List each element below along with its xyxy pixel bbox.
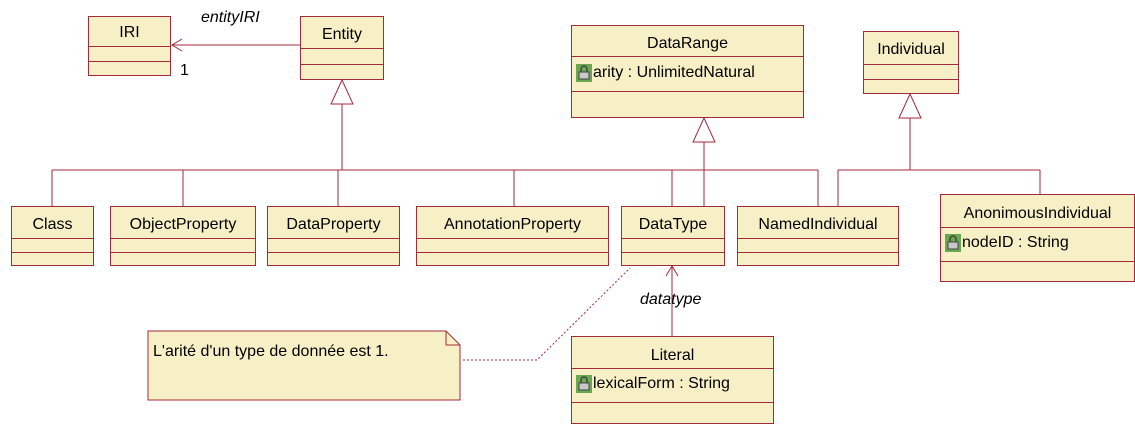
compartment-divider [111, 252, 255, 253]
class-name: AnonimousIndividual [963, 205, 1112, 222]
compartment-divider [572, 56, 803, 57]
class-attribute: arity : UnlimitedNatural [576, 64, 755, 82]
class-name: IRI [119, 24, 140, 41]
lock-icon [945, 234, 961, 252]
compartment-divider [111, 238, 255, 239]
compartment-divider [12, 252, 93, 253]
class-name: NamedIndividual [758, 216, 878, 233]
compartment-divider [572, 402, 773, 403]
class-annotationproperty[interactable]: AnnotationProperty [416, 206, 609, 266]
class-datatype[interactable]: DataType [621, 206, 725, 266]
compartment-divider [738, 238, 898, 239]
compartment-divider [572, 368, 773, 369]
compartment-divider [864, 64, 958, 65]
class-literal[interactable]: Literal lexicalForm : String [571, 336, 774, 424]
compartment-divider [941, 261, 1134, 262]
class-name: Entity [321, 26, 362, 43]
compartment-divider [89, 46, 170, 47]
lock-icon [576, 64, 592, 82]
compartment-divider [417, 252, 608, 253]
compartment-divider [622, 252, 724, 253]
class-name: Individual [877, 41, 945, 58]
generalization-individual [837, 92, 1041, 206]
compartment-divider [864, 79, 958, 80]
attribute-text: arity : UnlimitedNatural [593, 64, 755, 81]
multiplicity-label: 1 [180, 62, 189, 79]
class-attribute: nodeID : String [945, 234, 1069, 252]
role-label-entityiri: entityIRI [201, 9, 260, 26]
compartment-divider [572, 91, 803, 92]
compartment-divider [12, 238, 93, 239]
note-shape [147, 330, 461, 401]
association-literal-datatype [665, 265, 679, 336]
compartment-divider [417, 238, 608, 239]
class-iri[interactable]: IRI [88, 16, 171, 76]
compartment-divider [268, 252, 399, 253]
class-name: ObjectProperty [129, 216, 237, 233]
compartment-divider [301, 48, 383, 49]
class-dataproperty[interactable]: DataProperty [267, 206, 400, 266]
class-namedindividual[interactable]: NamedIndividual [737, 206, 899, 266]
generalization-arrow-datarange [692, 116, 716, 143]
class-entity[interactable]: Entity [300, 16, 384, 80]
note-anchor-line [463, 267, 631, 361]
class-attribute: lexicalForm : String [576, 375, 730, 393]
attribute-text: nodeID : String [962, 234, 1069, 251]
compartment-divider [301, 64, 383, 65]
association-entity-iri [171, 38, 300, 52]
attribute-text: lexicalForm : String [593, 375, 730, 392]
class-name: DataRange [647, 35, 728, 52]
class-name: Literal [650, 347, 695, 364]
generalization-arrow-individual [898, 92, 922, 119]
compartment-divider [941, 227, 1134, 228]
lock-icon [576, 375, 592, 393]
generalization-datarange [692, 116, 716, 206]
compartment-divider [268, 238, 399, 239]
compartment-divider [622, 238, 724, 239]
compartment-divider [89, 61, 170, 62]
class-name: Class [32, 216, 73, 233]
generalization-entity [51, 78, 819, 206]
generalization-arrow-entity [330, 78, 354, 105]
role-label-datatype: datatype [640, 291, 702, 308]
class-class[interactable]: Class [11, 206, 94, 266]
note-text: L'arité d'un type de donnée est 1. [153, 343, 389, 360]
class-anonimousindividual[interactable]: AnonimousIndividual nodeID : String [940, 194, 1135, 282]
class-name: AnnotationProperty [444, 216, 581, 233]
compartment-divider [738, 252, 898, 253]
class-name: DataProperty [286, 216, 381, 233]
class-datarange[interactable]: DataRange arity : UnlimitedNatural [571, 25, 804, 118]
class-name: DataType [638, 216, 708, 233]
class-individual[interactable]: Individual [863, 31, 959, 94]
class-objectproperty[interactable]: ObjectProperty [110, 206, 256, 266]
